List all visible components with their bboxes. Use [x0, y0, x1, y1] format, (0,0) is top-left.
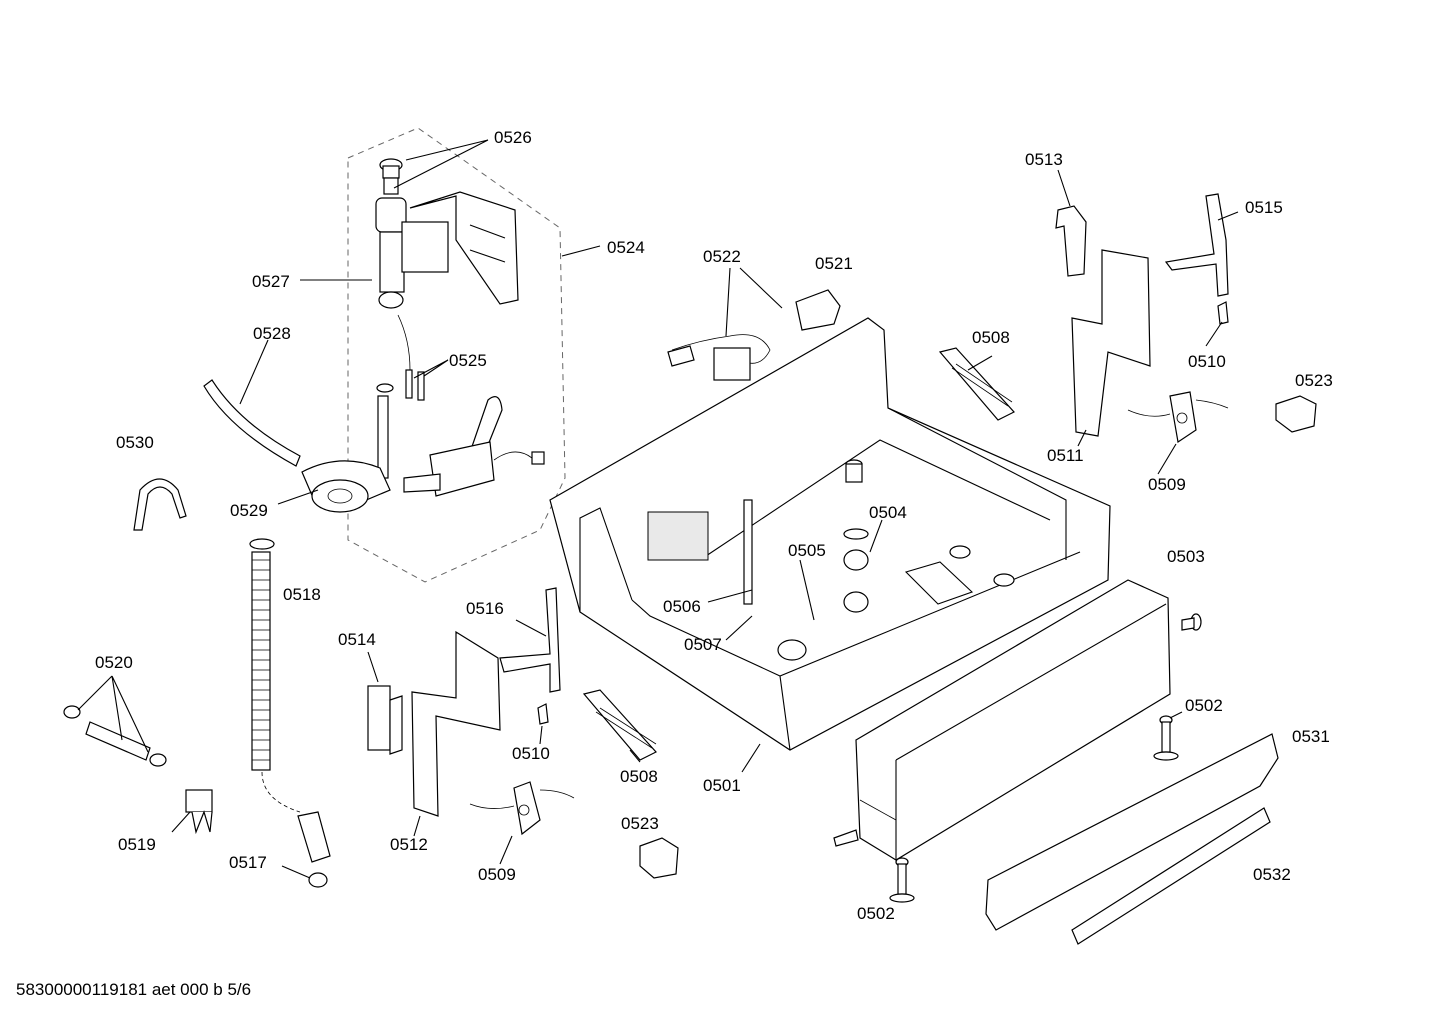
part-0512-bracket: [411, 630, 501, 817]
part-0531-trim: [985, 733, 1279, 931]
part-0532-strip: [1071, 807, 1271, 945]
leader-lines: [77, 139, 1239, 879]
part-0529-sump: [301, 460, 391, 513]
label-0516: 0516: [466, 599, 504, 618]
label-0504: 0504: [869, 503, 907, 522]
label-0527: 0527: [252, 272, 290, 291]
label-0503: 0503: [1167, 547, 1205, 566]
part-0516-bracket: [499, 587, 561, 693]
label-0530: 0530: [116, 433, 154, 452]
label-0509-right: 0509: [1148, 475, 1186, 494]
part-0526-fittings: [379, 158, 403, 195]
part-0502-screw-upper: [1153, 715, 1179, 761]
part-0517-hose-end: [297, 811, 331, 888]
label-0502-upper: 0502: [1185, 696, 1223, 715]
label-0522: 0522: [703, 247, 741, 266]
part-0523-block-right: [1275, 395, 1317, 433]
label-0502-lower: 0502: [857, 904, 895, 923]
part-0508-spring-left: [582, 689, 657, 761]
label-0506: 0506: [663, 597, 701, 616]
part-0521-block: [795, 289, 841, 331]
part-0528-hose: [203, 379, 301, 467]
label-0523-right: 0523: [1295, 371, 1333, 390]
part-0518-drain-hose: [249, 538, 301, 813]
label-0507: 0507: [684, 635, 722, 654]
label-0519: 0519: [118, 835, 156, 854]
part-0519-clip: [185, 789, 213, 835]
label-0511: 0511: [1047, 446, 1084, 465]
label-0529: 0529: [230, 501, 268, 520]
label-0517: 0517: [229, 853, 267, 872]
label-0524: 0524: [607, 238, 645, 257]
part-0513-bracket: [1055, 205, 1087, 277]
label-0515: 0515: [1245, 198, 1283, 217]
label-0528: 0528: [253, 324, 291, 343]
part-0514: [367, 685, 403, 755]
label-0510-right: 0510: [1188, 352, 1226, 371]
label-0508-left: 0508: [620, 767, 658, 786]
part-0511-bracket: [1071, 249, 1151, 437]
label-0513: 0513: [1025, 150, 1063, 169]
label-0505: 0505: [788, 541, 826, 560]
label-0514: 0514: [338, 630, 376, 649]
part-0502-screw-lower: [889, 857, 915, 903]
label-0509-left: 0509: [478, 865, 516, 884]
label-0510-left: 0510: [512, 744, 550, 763]
part-0509-sensor-right: [1127, 391, 1229, 444]
part-0522-harness: [667, 334, 771, 381]
part-0501-base: [549, 317, 1111, 751]
drawing-reference-code: 58300000119181 aet 000 b 5/6: [16, 980, 252, 999]
part-0510-clip-left: [537, 703, 549, 725]
label-0526: 0526: [494, 128, 532, 147]
part-0523-block-left: [639, 837, 679, 879]
part-0525-sensors: [376, 369, 425, 479]
part-screw-small-left: [833, 829, 859, 847]
part-0509-sensor-left: [469, 781, 575, 836]
label-0521: 0521: [815, 254, 853, 273]
part-0503-screw: [1181, 613, 1202, 631]
label-0531: 0531: [1292, 727, 1330, 746]
part-0520-tube-clips: [63, 705, 167, 767]
part-0510-clip-right: [1217, 301, 1229, 325]
label-0518: 0518: [283, 585, 321, 604]
part-0508-spring-right: [938, 347, 1015, 421]
part-0515-bracket: [1164, 193, 1229, 297]
part-0531-kickplate: [855, 579, 1171, 861]
label-0512: 0512: [390, 835, 428, 854]
label-0501: 0501: [703, 776, 741, 795]
label-0508-right: 0508: [972, 328, 1010, 347]
label-0523-left: 0523: [621, 814, 659, 833]
label-0520: 0520: [95, 653, 133, 672]
part-0527-pump: [375, 191, 519, 371]
part-corrugated-hose-small: [403, 396, 545, 497]
label-0525: 0525: [449, 351, 487, 370]
part-0530-clamp: [133, 478, 187, 531]
label-0532: 0532: [1253, 865, 1291, 884]
